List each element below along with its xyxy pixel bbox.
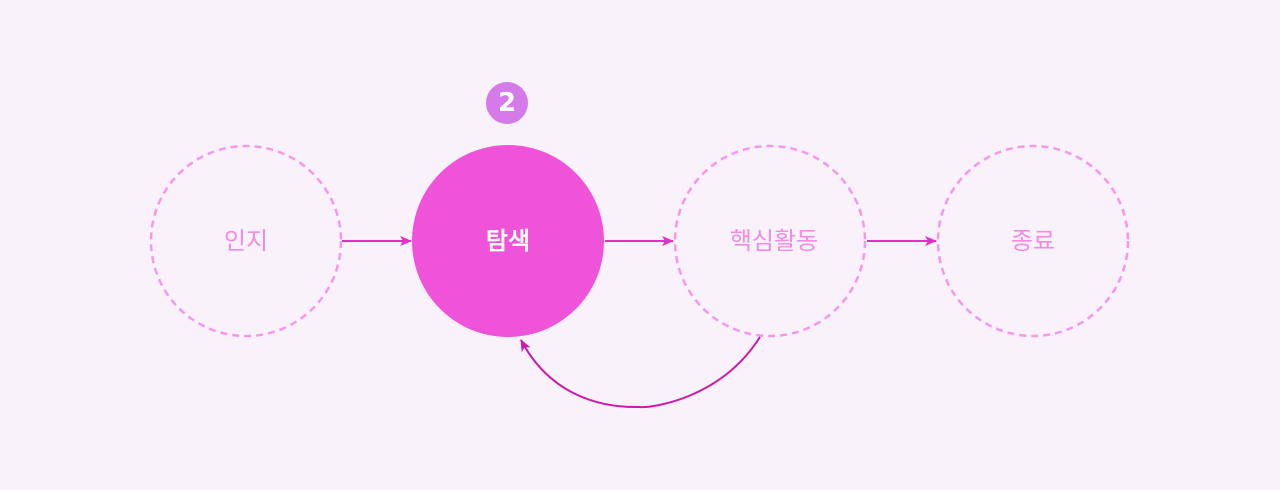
arrow-loop-core-to-exploration	[520, 336, 761, 409]
node-exploration-label: 탐색	[485, 227, 531, 255]
node-core-activity-label: 핵심활동	[729, 227, 819, 255]
node-end-circle[interactable]	[936, 144, 1130, 338]
node-awareness-label: 인지	[223, 227, 269, 255]
node-end-label: 종료	[1010, 227, 1056, 255]
node-exploration-circle[interactable]	[412, 145, 604, 337]
node-core-activity-circle[interactable]	[673, 144, 867, 338]
step-number-badge: 2	[486, 82, 528, 124]
node-awareness-circle[interactable]	[149, 144, 343, 338]
